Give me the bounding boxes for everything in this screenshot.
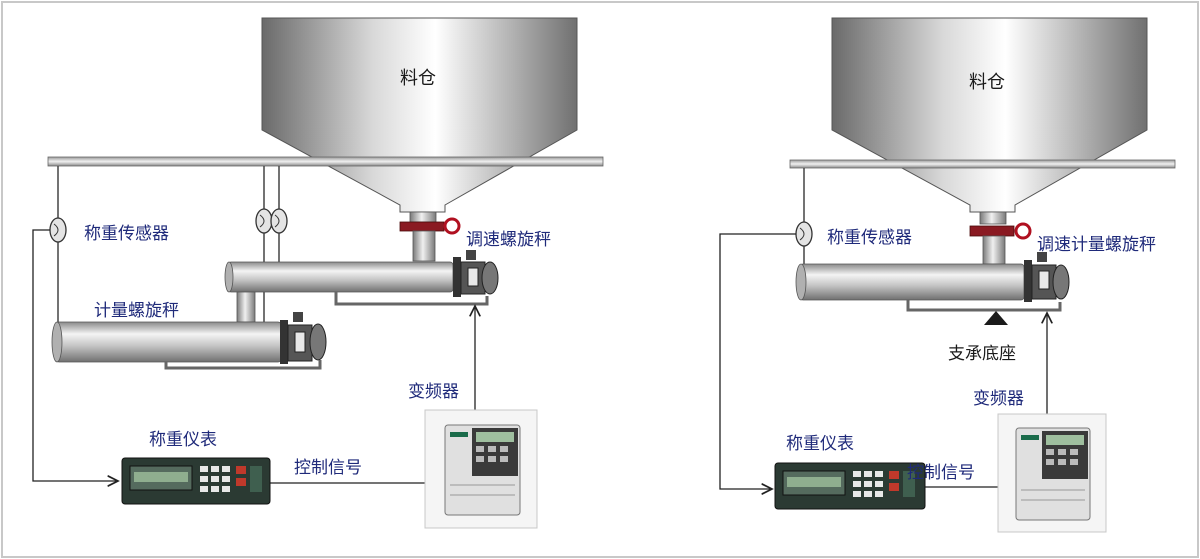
left-instrument-label: 称重仪表	[149, 430, 217, 450]
right-support-rail	[789, 159, 1176, 169]
right-valve-handwheel	[1014, 222, 1032, 240]
right-vfd	[997, 413, 1107, 533]
left-silo	[261, 17, 578, 213]
right-screw	[799, 263, 1025, 301]
left-upper-screw	[227, 261, 454, 293]
right-motor	[1024, 252, 1070, 302]
left-lower-screw	[55, 321, 282, 363]
right-weighing-instrument	[774, 462, 926, 510]
right-silo-label: 料仓	[969, 72, 1005, 93]
left-vfd	[424, 409, 538, 529]
right-speed-screw-label: 调速计量螺旋秤	[1037, 235, 1156, 255]
left-load-cell-label: 称重传感器	[84, 224, 169, 244]
left-load-cell-1	[49, 217, 67, 243]
right-vfd-label: 变频器	[973, 389, 1024, 409]
right-silo	[831, 17, 1148, 213]
right-panel	[719, 17, 1176, 533]
right-load-cell-label: 称重传感器	[827, 228, 912, 248]
left-upper-motor	[453, 250, 499, 297]
right-valve	[969, 225, 1015, 237]
left-metering-screw-label: 计量螺旋秤	[94, 301, 179, 321]
right-load-cell	[795, 221, 813, 247]
left-weighing-instrument	[121, 457, 271, 505]
left-speed-screw-label: 调速螺旋秤	[466, 230, 551, 250]
right-control-signal-label: 控制信号	[907, 463, 975, 483]
left-vfd-label: 变频器	[408, 382, 459, 402]
left-control-signal-label: 控制信号	[294, 458, 362, 478]
left-panel	[32, 17, 604, 529]
left-valve	[399, 221, 445, 232]
right-base-label: 支承底座	[948, 344, 1016, 364]
left-lower-motor	[280, 312, 327, 364]
right-support-base	[984, 311, 1008, 325]
left-silo-label: 料仓	[400, 68, 436, 89]
right-instrument-label: 称重仪表	[786, 434, 854, 454]
left-load-cell-2	[255, 208, 273, 234]
left-valve-handwheel	[443, 217, 461, 235]
left-load-cell-3	[270, 208, 288, 234]
left-support-rail	[47, 156, 604, 167]
